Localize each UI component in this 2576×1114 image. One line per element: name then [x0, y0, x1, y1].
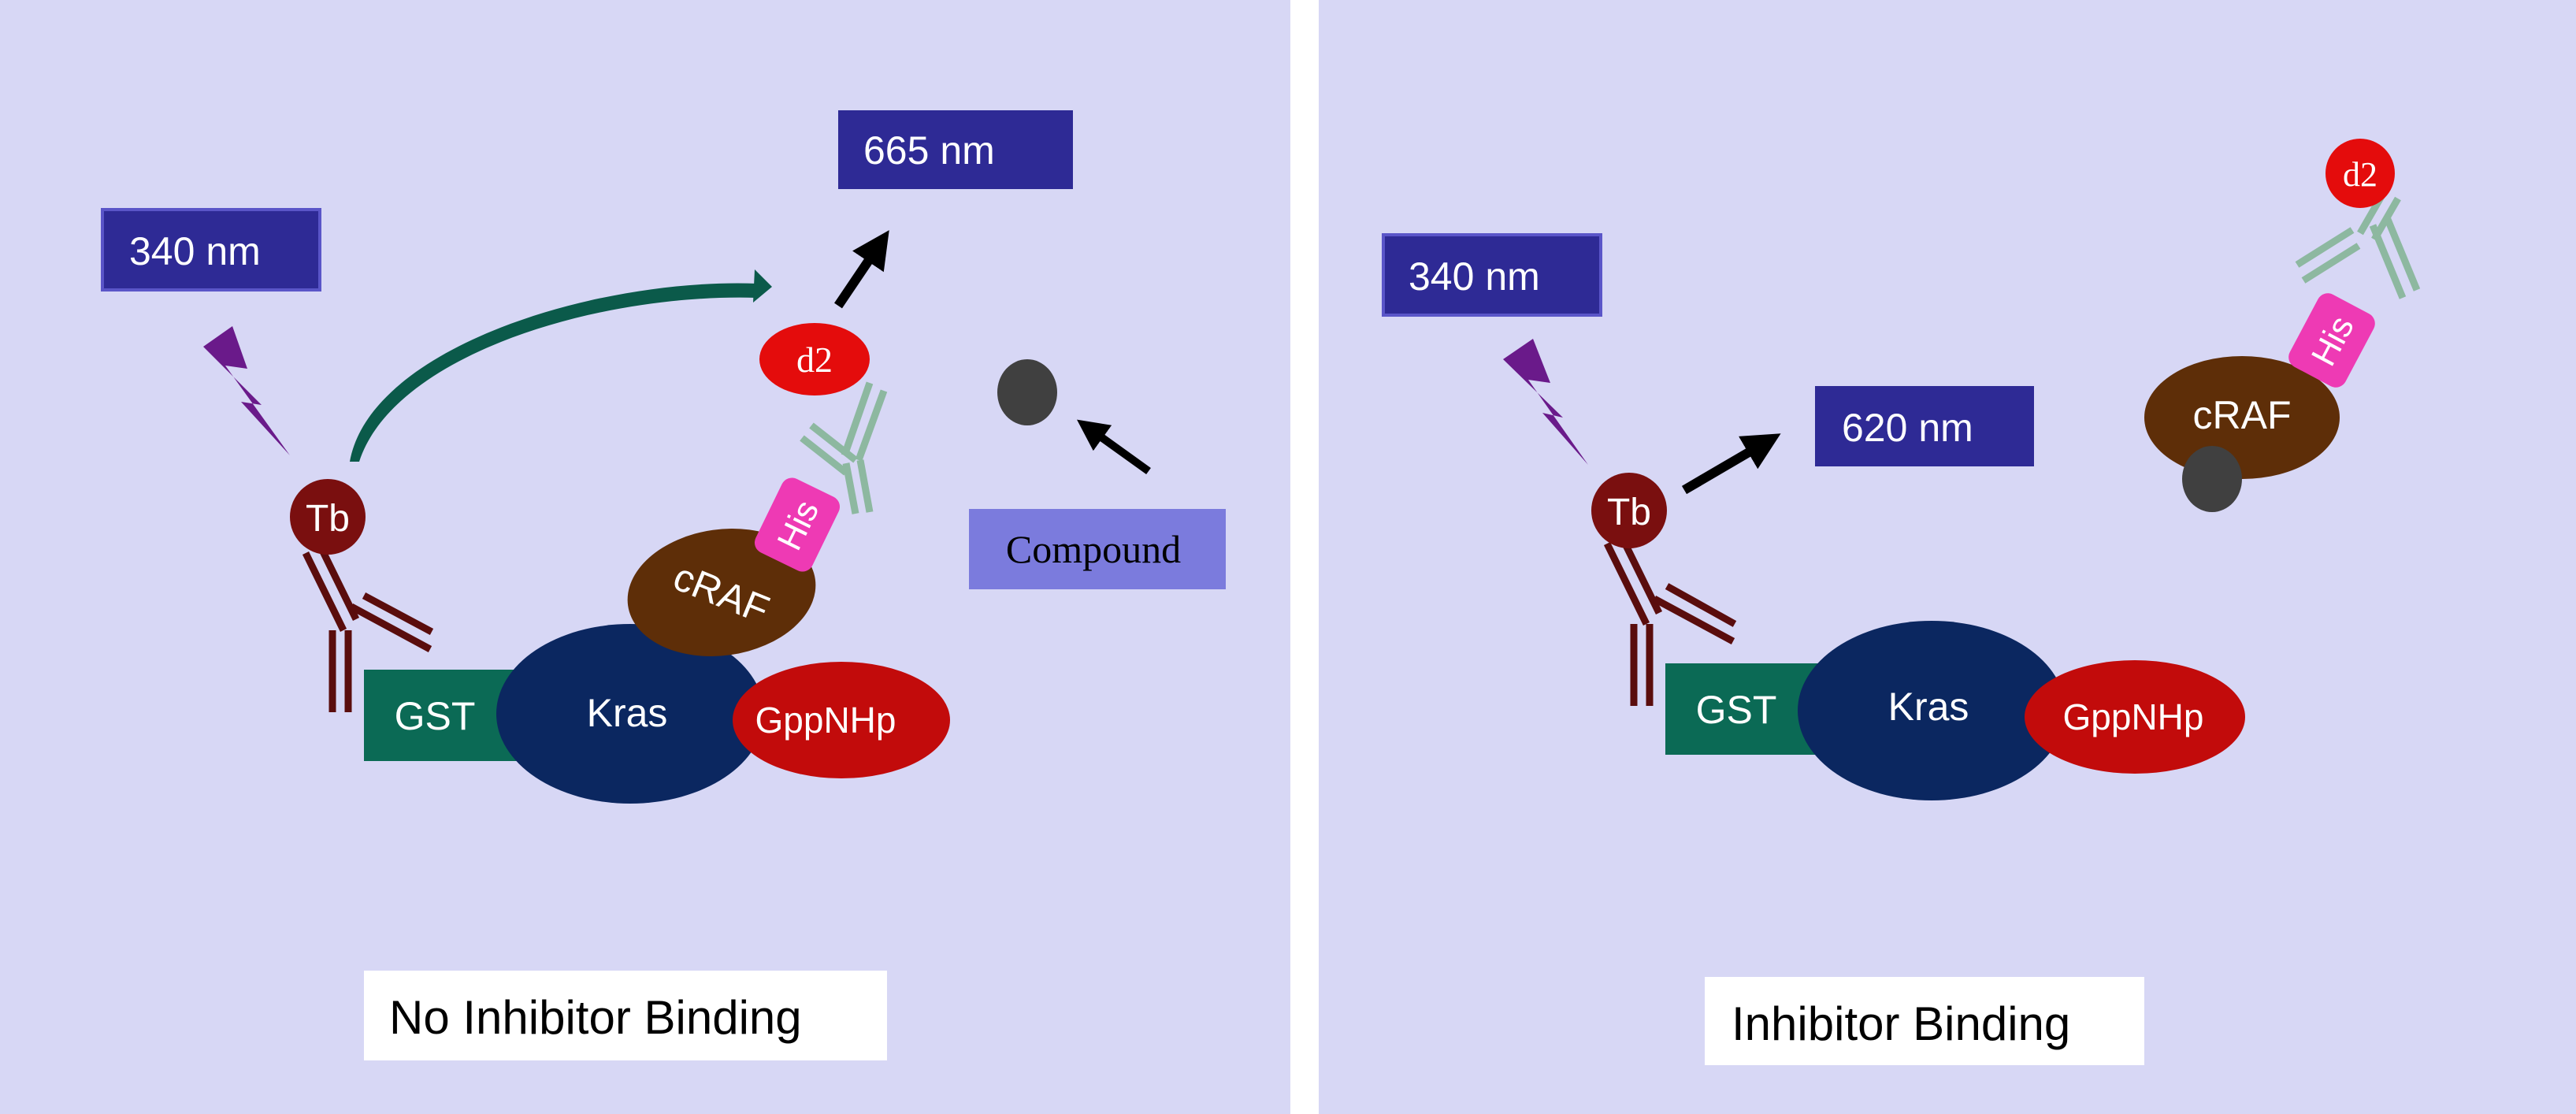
- kras-protein: Kras: [496, 624, 764, 804]
- right-tb-donor: Tb: [1591, 473, 1667, 548]
- gppnhp-nucleotide: GppNHp: [733, 662, 950, 778]
- emission-label-box: 665 nm: [838, 110, 1073, 189]
- right-emission-label: 620 nm: [1842, 406, 1973, 450]
- tb-label: Tb: [306, 498, 350, 540]
- left-caption-box: No Inhibitor Binding: [364, 971, 887, 1060]
- right-gppnhp-label: GppNHp: [2063, 696, 2204, 737]
- right-kras-label: Kras: [1888, 685, 1969, 729]
- left-caption: No Inhibitor Binding: [389, 991, 802, 1044]
- fret-transfer-arrow: [350, 269, 772, 462]
- compound-arrow: [1077, 419, 1151, 475]
- right-gst-label: GST: [1696, 688, 1777, 732]
- kras-label: Kras: [587, 691, 668, 735]
- right-gppnhp-nucleotide: GppNHp: [2025, 660, 2245, 774]
- compound-label: Compound: [1006, 527, 1181, 571]
- right-craf-label: cRAF: [2193, 393, 2292, 437]
- right-excitation-label-box: 340 nm: [1382, 233, 1602, 317]
- panel-divider: [1290, 0, 1319, 1114]
- right-emission-arrow: [1681, 433, 1781, 495]
- d2-antibody-icon: [800, 381, 888, 514]
- right-excitation-lightning-icon: [1503, 339, 1588, 465]
- d2-acceptor: d2: [759, 323, 870, 395]
- right-emission-label-box: 620 nm: [1815, 386, 2034, 466]
- right-compound-molecule-icon: [2182, 446, 2242, 512]
- compound-label-box: Compound: [969, 509, 1226, 589]
- left-panel: 340 nm Tb 665 nm: [0, 0, 1290, 1114]
- right-d2-label: d2: [2343, 155, 2377, 194]
- right-kras-protein: Kras: [1798, 621, 2066, 800]
- excitation-label: 340 nm: [129, 229, 261, 273]
- right-caption: Inhibitor Binding: [1732, 997, 2070, 1050]
- right-panel: 340 nm Tb 620 nm GST: [1319, 0, 2576, 1114]
- emission-label: 665 nm: [863, 128, 995, 173]
- right-d2-acceptor: d2: [2325, 139, 2395, 208]
- right-gst-tag: GST: [1665, 663, 1820, 755]
- emission-arrow: [834, 230, 889, 309]
- right-his-tag: His: [2288, 293, 2375, 388]
- craf-protein: cRAF: [627, 529, 816, 656]
- compound-molecule-icon: [997, 359, 1057, 425]
- right-tb-antibody-icon: [1603, 534, 1737, 706]
- right-excitation-label: 340 nm: [1409, 254, 1540, 299]
- excitation-label-box: 340 nm: [101, 208, 321, 291]
- his-tag: His: [754, 477, 841, 572]
- tb-antibody-icon: [302, 544, 434, 712]
- right-caption-box: Inhibitor Binding: [1705, 977, 2144, 1065]
- gst-tag: GST: [364, 670, 518, 761]
- excitation-lightning-icon: [203, 326, 290, 455]
- d2-label: d2: [796, 340, 833, 380]
- gst-label: GST: [395, 694, 476, 738]
- gppnhp-label: GppNHp: [755, 700, 896, 741]
- right-d2-antibody-icon: [2295, 190, 2421, 299]
- right-tb-label: Tb: [1607, 492, 1651, 533]
- tb-donor: Tb: [290, 479, 366, 555]
- right-craf-protein: cRAF: [2144, 356, 2340, 479]
